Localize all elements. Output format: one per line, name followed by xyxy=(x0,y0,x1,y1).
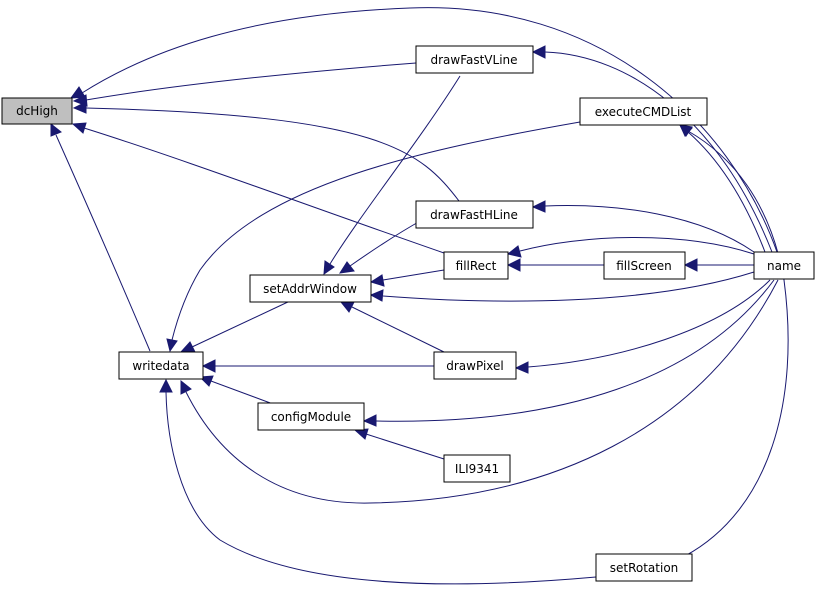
node-executeCMDList-label: executeCMDList xyxy=(595,105,692,119)
edges xyxy=(50,7,789,585)
node-executeCMDList-box xyxy=(579,97,708,126)
edge-configModule-to-writedata xyxy=(198,375,274,405)
node-drawFastVLine[interactable]: drawFastVLine xyxy=(415,45,534,74)
node-configModule[interactable]: configModule xyxy=(257,402,365,431)
edge-drawFastHLine-to-setAddrWindow xyxy=(338,219,423,274)
edge-drawPixel-to-writedata xyxy=(201,359,434,373)
edge-name-to-setAddrWindow xyxy=(369,271,755,302)
node-drawFastHLine-label: drawFastHLine xyxy=(430,208,518,222)
edge-setRotation-to-executeCMDList xyxy=(679,124,789,557)
node-dcHigh-box xyxy=(1,97,73,125)
node-configModule-label: configModule xyxy=(271,410,351,424)
node-name-label: name xyxy=(767,259,801,273)
node-fillRect-box xyxy=(443,251,509,280)
node-fillScreen[interactable]: fillScreen xyxy=(603,251,686,280)
node-executeCMDList[interactable]: executeCMDList xyxy=(579,97,708,126)
node-ILI9341[interactable]: ILI9341 xyxy=(443,454,511,483)
edge-name-to-fillScreen xyxy=(683,258,754,272)
node-setAddrWindow[interactable]: setAddrWindow xyxy=(249,274,372,303)
edge-name-to-drawFastVLine xyxy=(531,45,773,253)
node-setRotation[interactable]: setRotation xyxy=(595,553,693,582)
node-writedata-label: writedata xyxy=(132,359,189,373)
node-drawPixel-label: drawPixel xyxy=(446,359,503,373)
node-writedata-box xyxy=(118,351,204,380)
edge-fillRect-to-dcHigh xyxy=(71,122,445,254)
edge-drawPixel-to-setAddrWindow xyxy=(339,301,445,353)
node-fillScreen-box xyxy=(603,251,686,280)
edge-name-to-drawFastHLine xyxy=(531,200,755,253)
edge-name-to-configModule xyxy=(362,279,775,427)
node-ILI9341-label: ILI9341 xyxy=(455,462,499,476)
edge-name-to-drawPixel xyxy=(514,279,771,374)
edge-name-to-dcHigh xyxy=(69,7,778,253)
edge-name-to-executeCMDList xyxy=(679,124,766,253)
nodes: dcHigh drawFastVLine executeCMDList draw… xyxy=(1,45,815,582)
edge-fillRect-to-setAddrWindow xyxy=(369,269,445,287)
node-drawPixel[interactable]: drawPixel xyxy=(433,351,517,380)
edge-name-to-fillRect xyxy=(506,237,755,258)
node-setAddrWindow-box xyxy=(249,274,372,303)
edge-setRotation-to-writedata xyxy=(159,378,597,585)
edge-name-to-writedata xyxy=(180,279,779,504)
node-drawPixel-box xyxy=(433,351,517,380)
node-setAddrWindow-label: setAddrWindow xyxy=(263,282,357,296)
node-fillRect[interactable]: fillRect xyxy=(443,251,509,280)
node-drawFastVLine-label: drawFastVLine xyxy=(430,53,517,67)
node-drawFastHLine[interactable]: drawFastHLine xyxy=(415,200,534,229)
node-name[interactable]: name xyxy=(753,251,815,280)
edge-ILI9341-to-configModule xyxy=(353,428,445,460)
node-dcHigh[interactable]: dcHigh xyxy=(1,97,73,125)
node-ILI9341-box xyxy=(443,454,511,483)
node-dcHigh-label: dcHigh xyxy=(16,104,58,118)
node-fillScreen-label: fillScreen xyxy=(616,259,671,273)
edge-writedata-to-dcHigh xyxy=(50,122,151,352)
node-drawFastHLine-box xyxy=(415,200,534,229)
node-fillRect-label: fillRect xyxy=(456,259,497,273)
edge-drawFastVLine-to-setAddrWindow xyxy=(323,75,461,276)
node-setRotation-label: setRotation xyxy=(610,561,679,575)
edge-executeCMDList-to-writedata xyxy=(166,121,581,353)
node-drawFastVLine-box xyxy=(415,45,534,74)
node-writedata[interactable]: writedata xyxy=(118,351,204,380)
node-configModule-box xyxy=(257,402,365,431)
node-setRotation-box xyxy=(595,553,693,582)
edge-drawFastHLine-to-dcHigh xyxy=(72,101,460,202)
node-name-box xyxy=(753,251,815,280)
edge-fillScreen-to-fillRect xyxy=(506,258,604,272)
edge-setAddrWindow-to-writedata xyxy=(179,300,291,353)
